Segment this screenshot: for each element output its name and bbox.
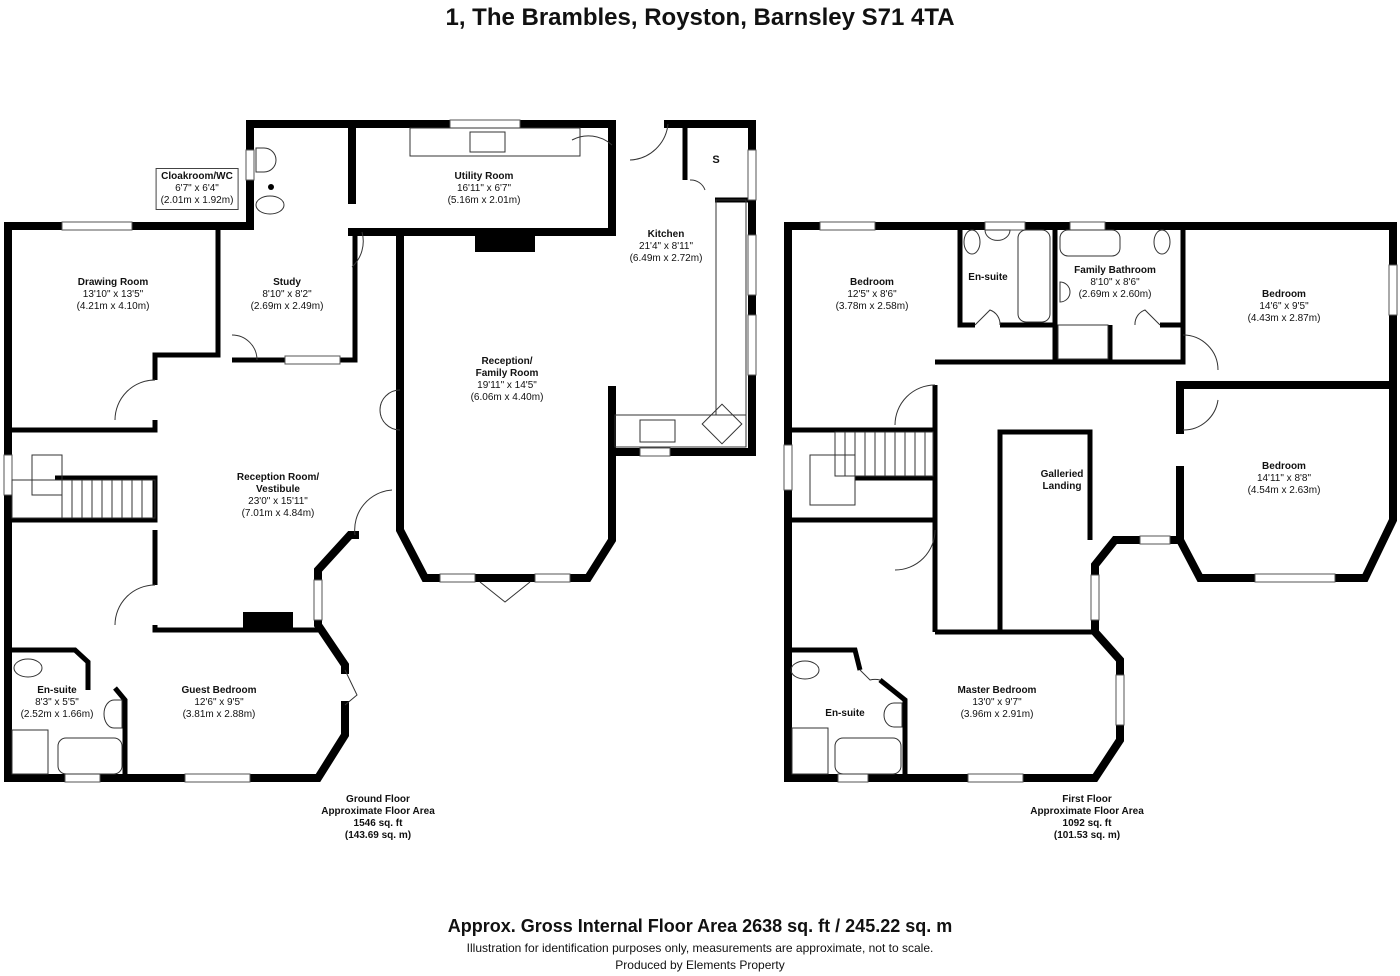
- toilet-icon: [1153, 229, 1171, 255]
- ground-floor-fixtures: [11, 123, 747, 775]
- shower-icon: [791, 727, 829, 775]
- sink-icon: [639, 419, 676, 443]
- toilet-icon: [13, 658, 43, 678]
- room-label-bedroom-3: Bedroom 14'11" x 8'8" (4.54m x 2.63m): [1247, 461, 1321, 496]
- basin-icon: [984, 229, 1011, 241]
- store-label: S: [712, 154, 720, 166]
- room-label-master-bedroom: Master Bedroom 13'0" x 9'7" (3.96m x 2.9…: [957, 685, 1037, 720]
- room-label-bedroom-1: Bedroom 12'5" x 8'6" (3.78m x 2.58m): [835, 277, 909, 312]
- bath-icon: [1017, 229, 1051, 323]
- room-label-guest-bedroom: Guest Bedroom 12'6" x 9'5" (3.81m x 2.88…: [181, 685, 257, 720]
- room-label-kitchen: Kitchen 21'4" x 8'11" (6.49m x 2.72m): [629, 229, 703, 264]
- shower-icon: [11, 729, 49, 775]
- room-label-cloakroom: Cloakroom/WC 6'7" x 6'4" (2.01m x 1.92m): [155, 168, 239, 210]
- first-floor-area: First Floor Approximate Floor Area 1092 …: [1030, 794, 1144, 841]
- hob-icon: [701, 403, 743, 445]
- sink-icon: [469, 131, 506, 153]
- toilet-icon: [255, 195, 285, 215]
- room-label-galleried-landing: Galleried Landing: [1040, 469, 1084, 492]
- toilet-icon: [790, 660, 820, 680]
- first-floor-fixtures: [790, 229, 1219, 775]
- room-label-family-room: Reception/ Family Room 19'11" x 14'5" (6…: [470, 356, 544, 403]
- basin-icon: [1059, 281, 1071, 303]
- bath-icon: [834, 737, 902, 775]
- room-label-ensuite-first: En-suite: [968, 272, 1008, 283]
- bath-icon: [57, 737, 123, 775]
- room-label-study: Study 8'10" x 8'2" (2.69m x 2.49m): [250, 277, 324, 312]
- plan-title: 1, The Brambles, Royston, Barnsley S71 4…: [445, 4, 955, 31]
- room-label-drawing-room: Drawing Room 13'10" x 13'5" (4.21m x 4.1…: [76, 277, 150, 312]
- first-floor-windows: [783, 221, 1398, 783]
- shower-icon: [1057, 324, 1109, 360]
- basin-icon: [883, 702, 903, 728]
- room-label-utility: Utility Room 16'11" x 6'7" (5.16m x 2.01…: [447, 171, 521, 206]
- room-label-ensuite-ground: En-suite 8'3" x 5'5" (2.52m x 1.66m): [20, 685, 94, 720]
- basin-icon: [255, 147, 277, 173]
- fireplace-icon: [475, 232, 535, 252]
- room-label-master-ensuite: En-suite: [825, 708, 865, 719]
- disclaimer: Illustration for identification purposes…: [466, 941, 934, 955]
- toilet-icon: [963, 229, 981, 255]
- staircase: [11, 454, 156, 519]
- door-swings: [114, 123, 706, 706]
- ground-floor-area: Ground Floor Approximate Floor Area 1546…: [321, 794, 435, 841]
- basin-icon: [103, 699, 123, 729]
- ground-floor-windows: [3, 119, 757, 783]
- fireplace-icon: [243, 612, 293, 630]
- worktop: [409, 127, 581, 157]
- room-label-vestibule: Reception Room/ Vestibule 23'0" x 15'11"…: [236, 472, 320, 519]
- staircase: [809, 431, 934, 506]
- kitchen-worktop: [614, 414, 747, 448]
- gross-area: Approx. Gross Internal Floor Area 2638 s…: [447, 916, 953, 936]
- room-label-family-bathroom: Family Bathroom 8'10" x 8'6" (2.69m x 2.…: [1074, 265, 1156, 300]
- bath-icon: [1059, 229, 1121, 257]
- first-floor-walls: [784, 222, 1397, 782]
- door-swings: [859, 309, 1219, 681]
- room-label-bedroom-2: Bedroom 14'6" x 9'5" (4.43m x 2.87m): [1247, 289, 1321, 324]
- producer-credit: Produced by Elements Property: [615, 958, 785, 972]
